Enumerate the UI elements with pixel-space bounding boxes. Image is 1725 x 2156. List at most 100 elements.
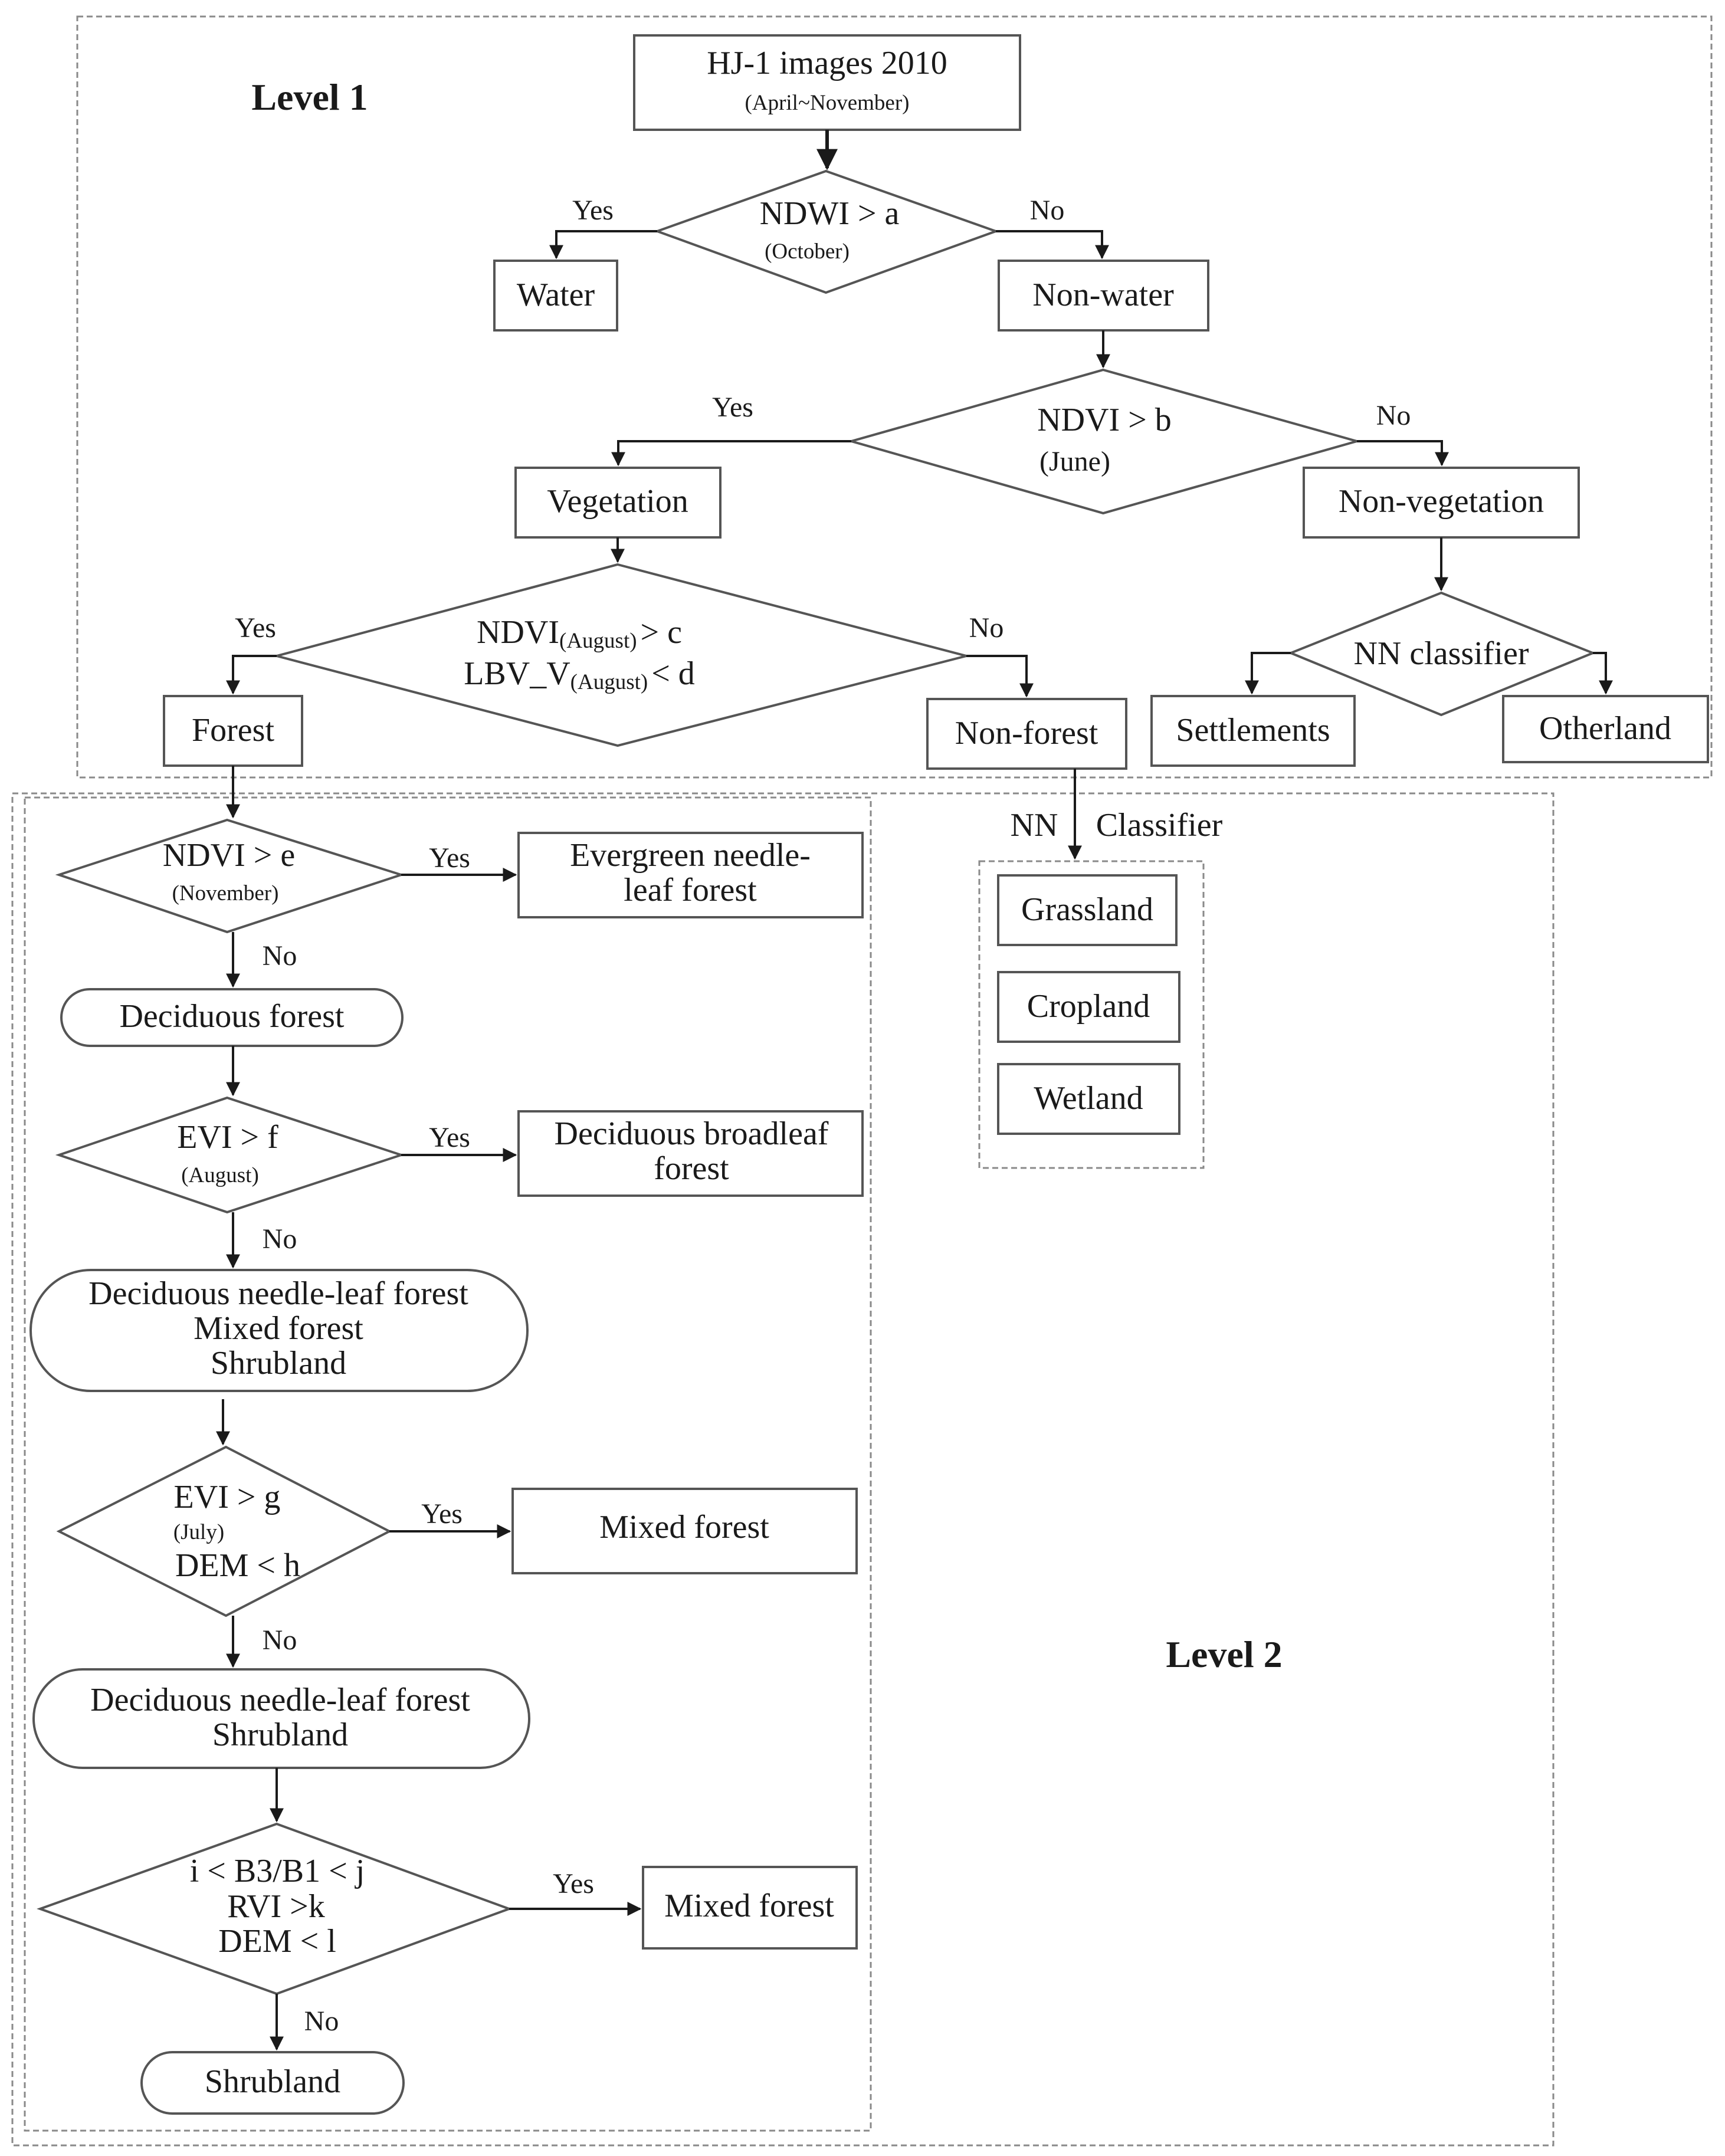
- vegetation-label: Vegetation: [547, 483, 688, 520]
- cropland-box: [997, 971, 1180, 1043]
- shrubland-label: Shrubland: [205, 2063, 340, 2100]
- evi-august-decision: [55, 1096, 405, 1214]
- deciduous-forest-label: Deciduous forest: [119, 998, 344, 1035]
- b3b1-yes-label: Yes: [553, 1868, 594, 1899]
- evi-july-decision: [56, 1445, 392, 1617]
- ndvi-august-yes-label: Yes: [235, 612, 276, 644]
- evergreen-box: [517, 832, 864, 918]
- level1-frame: [76, 15, 1713, 779]
- ndvi-august-condition: NDVI(August)> c: [477, 614, 682, 653]
- grassland-label: Grassland: [1021, 891, 1153, 928]
- edge-ndvi-nonvegetation: [1357, 440, 1449, 467]
- non-forest-label: Non-forest: [955, 715, 1098, 752]
- rvi-condition: RVI >k: [227, 1888, 325, 1925]
- ndvi-august-no-label: No: [969, 612, 1004, 644]
- broadleaf-box: [517, 1110, 864, 1197]
- lbv-term: LBV_V: [464, 655, 570, 692]
- level2-title: Level 2: [1166, 1633, 1282, 1675]
- hj1-images-title: HJ-1 images 2010: [707, 45, 947, 81]
- ndwi-decision: [654, 169, 999, 294]
- group1-label-line2: Mixed forest: [194, 1310, 363, 1347]
- ndvi-june-no-label: No: [1376, 400, 1411, 431]
- mixed-forest-label-1: Mixed forest: [599, 1509, 769, 1545]
- group1-label-line3: Shrubland: [211, 1345, 346, 1381]
- nn-classifier-label: NN classifier: [1353, 635, 1529, 672]
- cropland-label: Cropland: [1027, 988, 1150, 1025]
- edge-ndwi-water: [549, 230, 657, 260]
- non-water-box: [998, 260, 1209, 332]
- evi-august-yes-label: Yes: [429, 1122, 470, 1153]
- settlements-label: Settlements: [1176, 712, 1330, 749]
- otherland-box: [1502, 695, 1709, 763]
- nn-classifier-decision: [1287, 591, 1596, 717]
- b3b1-condition: i < B3/B1 < j: [190, 1853, 365, 1889]
- otherland-label: Otherland: [1539, 710, 1671, 747]
- shrubland-node: [140, 2051, 405, 2115]
- group1-label-line1: Deciduous needle-leaf forest: [88, 1275, 468, 1312]
- ndwi-no-label: No: [1030, 195, 1065, 226]
- evi-july-condition: EVI > g: [174, 1479, 281, 1515]
- ndvi-june-month: (June): [1039, 446, 1110, 477]
- mixed-forest-box-1: [511, 1488, 858, 1574]
- edge-nn-otherland: [1593, 652, 1613, 695]
- wetland-label: Wetland: [1034, 1080, 1143, 1117]
- broadleaf-label-line2: forest: [654, 1150, 729, 1187]
- dem-h-condition: DEM < h: [175, 1547, 300, 1584]
- non-forest-box: [926, 698, 1127, 770]
- ndvi-june-yes-label: Yes: [712, 392, 753, 423]
- ndvi-november-condition: NDVI > e: [163, 837, 295, 874]
- water-label: Water: [517, 277, 595, 313]
- ndvi-august-month: (August): [559, 629, 637, 653]
- ndvi-june-decision: [847, 368, 1362, 515]
- ndwi-yes-label: Yes: [572, 195, 614, 226]
- dem-l-condition: DEM < l: [218, 1923, 336, 1960]
- b3b1-no-label: No: [304, 2006, 339, 2037]
- level1-title: Level 1: [251, 76, 368, 118]
- evi-july-no-label: No: [263, 1625, 297, 1656]
- ndvi-november-no-label: No: [263, 940, 297, 972]
- hj1-images-box: [633, 34, 1021, 131]
- forest-label: Forest: [192, 712, 274, 749]
- evergreen-label-line2: leaf forest: [624, 872, 757, 908]
- ndwi-month: (October): [765, 239, 850, 264]
- ndvi-august-term: NDVI: [477, 614, 559, 651]
- nn-classifier-frame: [978, 860, 1205, 1169]
- edge-ndvi-vegetation: [611, 440, 851, 467]
- ndvi-august-threshold: > c: [641, 614, 682, 651]
- edge-ndwi-nonwater: [996, 230, 1109, 260]
- hj1-images-subtitle: (April~November): [745, 91, 910, 115]
- edge-ndviaug-nonforest: [966, 655, 1034, 698]
- edge-ndviaug-forest: [226, 655, 277, 695]
- lbv-month: (August): [570, 670, 648, 694]
- group2-label-line1: Deciduous needle-leaf forest: [90, 1682, 470, 1718]
- non-vegetation-box: [1303, 467, 1580, 539]
- lbv-threshold: < d: [651, 655, 695, 692]
- evi-august-month: (August): [181, 1163, 259, 1187]
- nn-label-left: NN: [1011, 807, 1058, 844]
- non-water-label: Non-water: [1032, 277, 1174, 313]
- ndvi-august-decision: [272, 563, 971, 747]
- ndvi-november-month: (November): [172, 881, 279, 905]
- lbv-condition: LBV_V(August)< d: [464, 655, 695, 694]
- evi-july-yes-label: Yes: [421, 1498, 463, 1530]
- ndvi-november-yes-label: Yes: [429, 842, 470, 874]
- group2-label-line2: Shrubland: [212, 1717, 348, 1753]
- evi-august-no-label: No: [263, 1223, 297, 1255]
- water-box: [493, 260, 618, 332]
- ndwi-condition: NDWI > a: [760, 195, 900, 232]
- vegetation-box: [514, 467, 722, 539]
- mixed-forest-box-2: [642, 1866, 858, 1950]
- ndvi-june-condition: NDVI > b: [1037, 402, 1172, 438]
- mixed-forest-label-2: Mixed forest: [664, 1888, 834, 1924]
- nn-label-right: Classifier: [1096, 807, 1223, 844]
- grassland-box: [997, 874, 1178, 946]
- broadleaf-label-line1: Deciduous broadleaf: [555, 1115, 829, 1152]
- settlements-box: [1150, 695, 1356, 767]
- edge-nn-settlements: [1245, 652, 1291, 695]
- non-vegetation-label: Non-vegetation: [1339, 483, 1544, 520]
- evi-august-condition: EVI > f: [177, 1119, 278, 1156]
- evergreen-label-line1: Evergreen needle-: [570, 837, 811, 874]
- forest-box: [163, 695, 303, 767]
- level2-frame: [11, 792, 1555, 2147]
